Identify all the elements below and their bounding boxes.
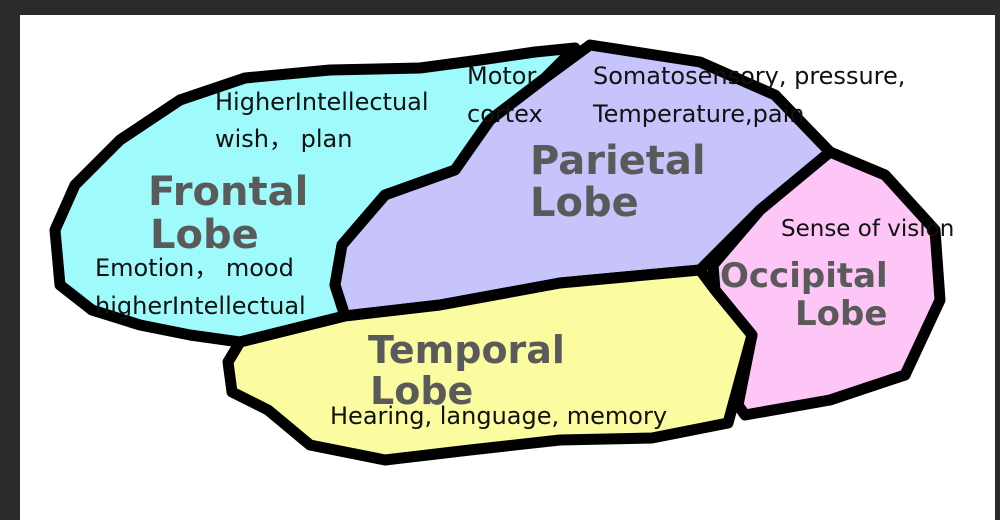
somatosensory-note-line2: Temperature,pain	[592, 100, 804, 128]
somatosensory-note-line1: Somatosensory, pressure,	[593, 62, 905, 90]
frontal-lower-note-line2: higherIntellectual	[95, 292, 306, 320]
occipital-lobe-title-line2: Lobe	[795, 294, 887, 334]
occipital-lobe-title-line1: Occipital	[720, 256, 888, 296]
frontal-upper-note-line1: HigherIntellectual	[215, 88, 429, 116]
temporal-note: Hearing, language, memory	[330, 402, 667, 430]
frontal-lobe-title-line1: Frontal	[148, 169, 308, 215]
temporal-lobe-title-line1: Temporal	[368, 328, 565, 372]
motor-cortex-label-line1: Motor	[467, 62, 536, 90]
parietal-lobe-title-line2: Lobe	[530, 180, 639, 226]
motor-cortex-label-line2: cortex	[467, 100, 543, 128]
vision-note: Sense of vision	[781, 216, 954, 242]
frontal-lower-note-line1: Emotion， mood	[95, 254, 294, 282]
parietal-lobe-title-line1: Parietal	[530, 138, 706, 184]
frontal-upper-note-line2: wish， plan	[215, 125, 352, 153]
frontal-lobe-title-line2: Lobe	[150, 212, 259, 258]
